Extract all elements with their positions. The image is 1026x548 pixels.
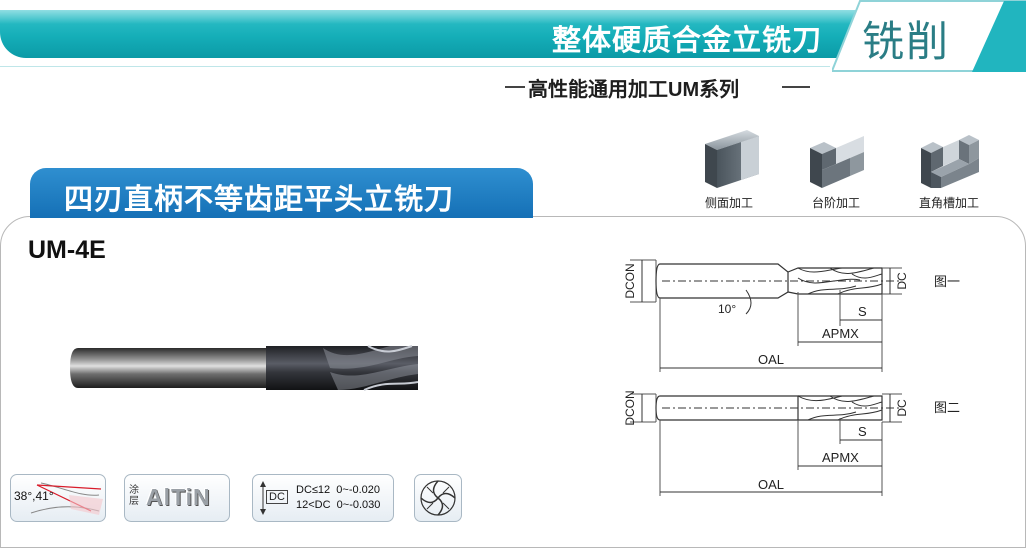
s-label: S: [858, 304, 867, 319]
s-label: S: [858, 424, 867, 439]
figure-label: 图二: [934, 400, 960, 415]
flute-spec: [414, 474, 462, 522]
coating-value: AlTiN: [146, 484, 211, 510]
application-label: 侧面加工: [704, 196, 753, 210]
tolerance-symbol: DC: [266, 490, 288, 504]
oal-label: OAL: [758, 352, 784, 367]
model-number: UM-4E: [28, 236, 106, 264]
apmx-label: APMX: [822, 326, 859, 341]
step-milling-icon: [810, 136, 864, 188]
product-title-tab: 四刃直柄不等齿距平头立铣刀: [30, 168, 533, 218]
header-banner: 整体硬质合金立铣刀: [0, 10, 858, 58]
tolerance-value: 0~-0.030: [336, 499, 381, 511]
dcon-label: DCON: [623, 263, 637, 298]
dcon-label: DCON: [623, 390, 637, 425]
oal-label: OAL: [758, 477, 784, 492]
application-label: 直角槽加工: [918, 196, 979, 210]
product-title: 四刃直柄不等齿距平头立铣刀: [64, 184, 455, 216]
category-label: 铣削: [862, 18, 951, 65]
application-step-milling: 台阶加工: [791, 128, 881, 211]
tolerance-value: 0~-0.020: [336, 484, 381, 496]
subtitle-rule-right: [782, 86, 810, 88]
header-divider: [0, 66, 830, 67]
tolerance-row-2: 12<DC 0~-0.030: [296, 499, 380, 511]
dimension-diagram: 10° DCON DC S APMX OAL 图一 DCON DC S: [623, 259, 960, 496]
application-label: 台阶加工: [811, 196, 860, 210]
application-side-milling: 侧面加工: [684, 128, 774, 211]
application-slot-milling: 直角槽加工: [904, 128, 994, 211]
dc-label: DC: [895, 399, 909, 417]
coating-spec: 涂层 AlTiN: [124, 474, 230, 522]
helix-angle-value: 38°,41°: [14, 489, 54, 503]
category-tab: [832, 0, 1026, 72]
figure-2: DCON DC S APMX OAL 图二: [623, 390, 960, 496]
tolerance-condition: DC≤12: [296, 484, 331, 496]
helix-angle-spec: 38°,41°: [10, 474, 106, 522]
tolerance-condition: 12<DC: [296, 499, 331, 511]
angle-label: 10°: [718, 302, 736, 316]
side-milling-icon: [705, 130, 759, 188]
tolerance-spec: DC DC≤12 0~-0.020 12<DC 0~-0.030: [252, 474, 394, 522]
tolerance-row-1: DC≤12 0~-0.020: [296, 484, 380, 496]
series-subtitle: 高性能通用加工UM系列: [528, 79, 740, 101]
slot-milling-icon: [921, 135, 979, 188]
figure-label: 图一: [934, 274, 960, 289]
subtitle-rule-left: [505, 86, 525, 88]
figure-1: 10° DCON DC S APMX OAL 图一: [623, 259, 960, 372]
coating-caption: 涂层: [129, 485, 139, 507]
header-title: 整体硬质合金立铣刀: [551, 25, 822, 57]
end-mill-image: [70, 345, 418, 391]
helix-angle-icon: [30, 482, 103, 515]
diameter-arrow-icon: [260, 481, 266, 515]
dc-label: DC: [895, 272, 909, 290]
four-flute-cross-section-icon: [420, 480, 456, 516]
apmx-label: APMX: [822, 450, 859, 465]
